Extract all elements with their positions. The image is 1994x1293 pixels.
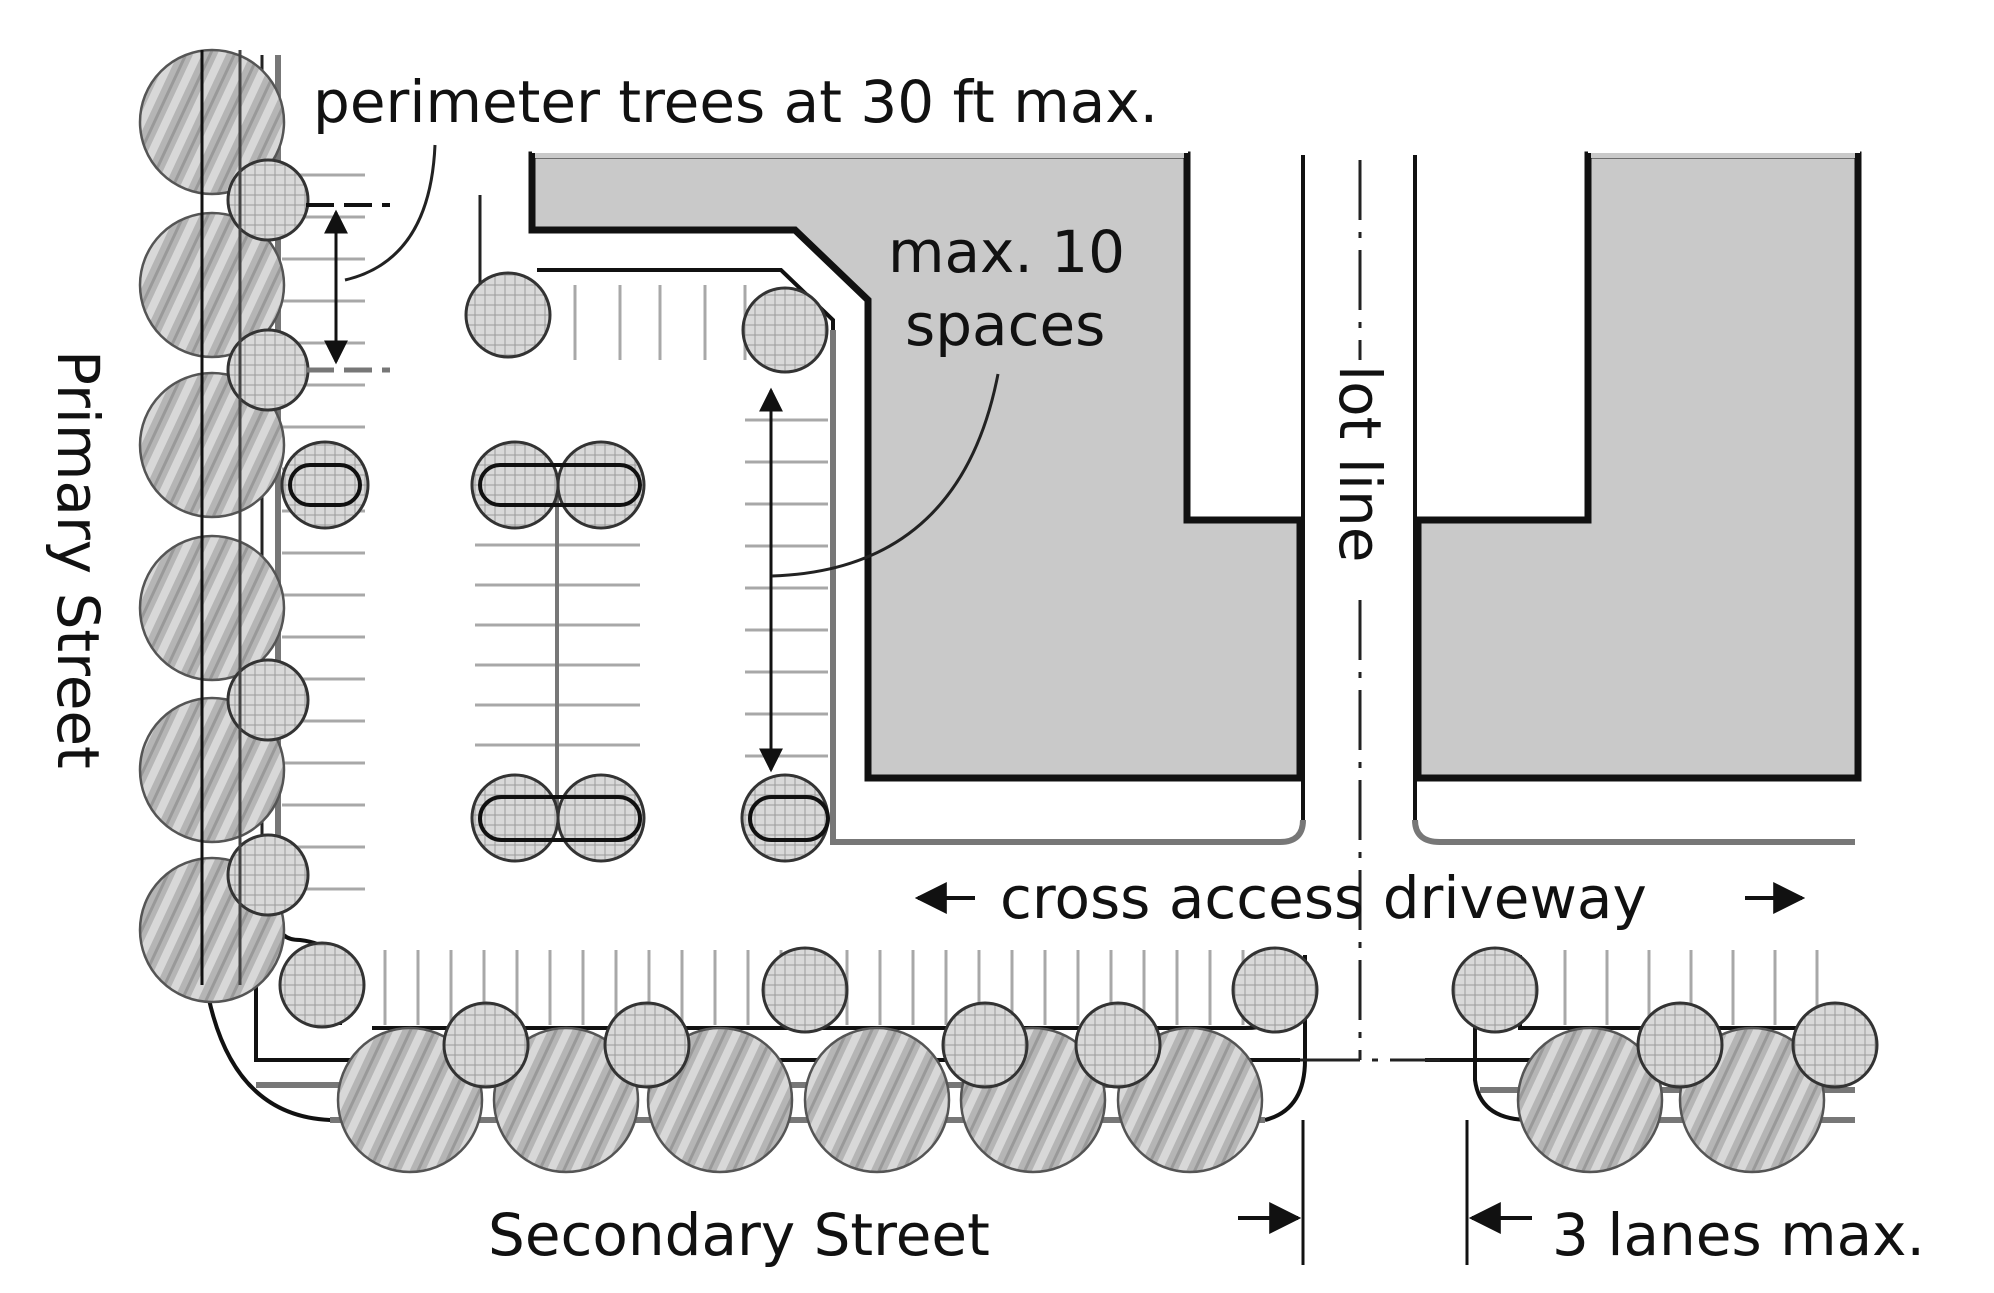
parking-tree-icon [1636, 1001, 1724, 1089]
parking-tree-icon [1791, 1001, 1879, 1089]
parking-island-trees [226, 158, 1879, 1089]
parking-tree-icon [470, 773, 560, 863]
parking-tree-icon [280, 440, 370, 530]
building-left-lot [528, 151, 1304, 782]
perimeter-trees-label: perimeter trees at 30 ft max. [313, 68, 1158, 136]
lanes-max-label: 3 lanes max. [1552, 1201, 1925, 1269]
parking-tree-icon [761, 946, 849, 1034]
street-tree-icon [803, 1026, 951, 1174]
max-spaces-label-line1: max. 10 [888, 218, 1125, 286]
street-tree-icon [138, 48, 286, 196]
parking-tree-icon [464, 271, 552, 359]
lane-width-dimension: 3 lanes max. [1238, 1120, 1925, 1269]
parking-tree-icon [740, 773, 830, 863]
street-tree-icon [138, 211, 286, 359]
parking-tree-icon [1074, 1001, 1162, 1089]
parking-tree-icon [556, 440, 646, 530]
street-tree-icon [1516, 1026, 1664, 1174]
parking-tree-icon [226, 158, 310, 242]
perimeter-spacing-dimension [306, 144, 437, 373]
street-tree-icon [138, 371, 286, 519]
island-curb [478, 463, 642, 507]
primary-street-trees [138, 48, 286, 1004]
island-curb [478, 795, 642, 842]
parking-tree-icon [556, 773, 646, 863]
parking-tree-icon [941, 1001, 1029, 1089]
secondary-street-label: Secondary Street [488, 1201, 990, 1269]
buildings [528, 148, 1862, 782]
street-tree-icon [492, 1026, 640, 1174]
parking-tree-icon [1451, 946, 1539, 1034]
lot-line: lot line [1300, 160, 1440, 1062]
street-tree-icon [336, 1026, 484, 1174]
island-curb [288, 463, 362, 507]
parking-tree-icon [470, 440, 560, 530]
lot-line-label: lot line [1326, 365, 1394, 562]
parking-tree-icon [226, 833, 310, 917]
max-spaces-dimension [759, 373, 1000, 773]
parking-tree-icon [278, 941, 366, 1029]
cross-access-label: cross access driveway [1000, 864, 1647, 932]
island-curb [748, 795, 830, 842]
street-tree-icon [138, 534, 286, 682]
parking-tree-icon [226, 658, 310, 742]
cross-access-arrows: cross access driveway [914, 864, 1806, 932]
building-right-lot [1414, 151, 1862, 782]
parking-tree-icon [1231, 946, 1319, 1034]
parking-tree-icon [741, 286, 829, 374]
max-spaces-label-line2: spaces [905, 291, 1105, 359]
parking-tree-icon [442, 1001, 530, 1089]
parking-tree-icon [603, 1001, 691, 1089]
primary-street-label: Primary Street [44, 350, 112, 769]
